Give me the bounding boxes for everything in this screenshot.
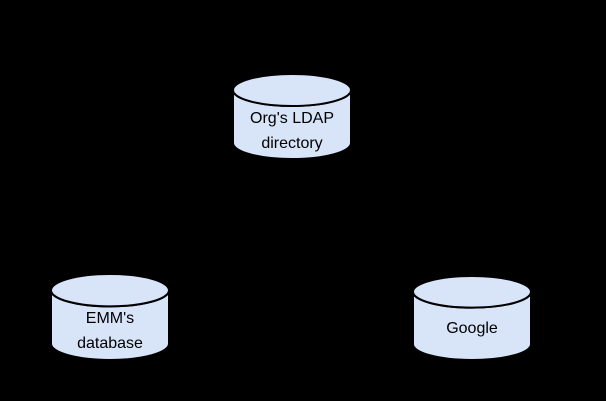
database-cylinder-icon	[50, 273, 170, 361]
node-emms-database: EMM's database	[50, 273, 170, 361]
node-orgs-ldap-directory: Org's LDAP directory	[232, 73, 352, 160]
cylinder-top	[232, 73, 352, 107]
cylinder-top	[50, 273, 170, 308]
database-cylinder-icon	[412, 275, 532, 361]
cylinder-top	[412, 275, 532, 309]
database-cylinder-icon	[232, 73, 352, 160]
node-google: Google	[412, 275, 532, 361]
